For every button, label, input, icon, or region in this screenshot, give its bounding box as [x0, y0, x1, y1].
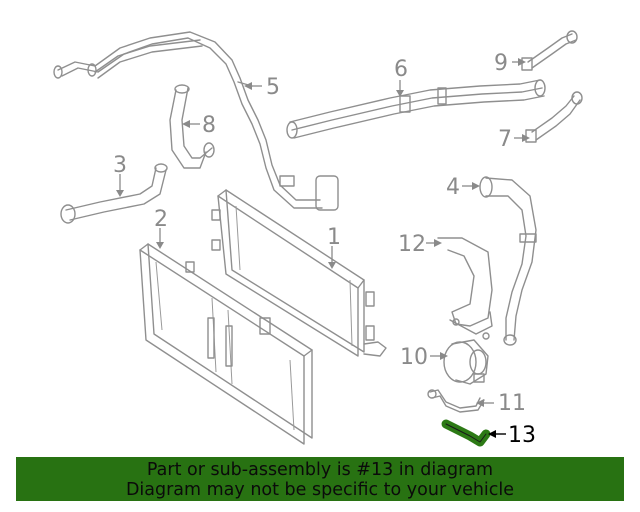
part-9-hose [521, 30, 578, 71]
part-6-transfer-pipe [286, 79, 546, 139]
banner-line-2: Diagram may not be specific to your vehi… [125, 480, 515, 500]
part-7-hose [525, 91, 583, 143]
callout-11: 11 [498, 391, 526, 416]
callout-10: 10 [400, 345, 428, 370]
part-2-shroud [139, 243, 313, 445]
part-1-radiator [211, 189, 387, 357]
callout-2: 2 [154, 207, 168, 232]
callout-6: 6 [394, 57, 408, 82]
part-12-bracket [437, 237, 493, 340]
callout-9: 9 [494, 51, 508, 76]
callout-5: 5 [266, 75, 280, 100]
callout-1: 1 [327, 225, 341, 250]
callout-4: 4 [446, 175, 460, 200]
callout-12: 12 [398, 232, 426, 257]
part-4-hose [479, 176, 537, 346]
part-10-pump [443, 339, 489, 385]
part-11-clamp [427, 389, 485, 413]
callout-7: 7 [498, 127, 512, 152]
part-3-hose [60, 163, 168, 224]
parts-diagram: 1 2 3 4 5 6 7 8 9 10 11 12 13 [53, 30, 583, 448]
callout-13: 13 [508, 423, 536, 448]
info-banner: Part or sub-assembly is #13 in diagram D… [16, 457, 624, 501]
callout-3: 3 [113, 153, 127, 178]
callout-8: 8 [202, 113, 216, 138]
part-8-hose [169, 84, 215, 169]
part-13-hose-highlighted [441, 419, 491, 447]
banner-line-1: Part or sub-assembly is #13 in diagram [146, 460, 494, 480]
leader-lines [116, 58, 530, 438]
